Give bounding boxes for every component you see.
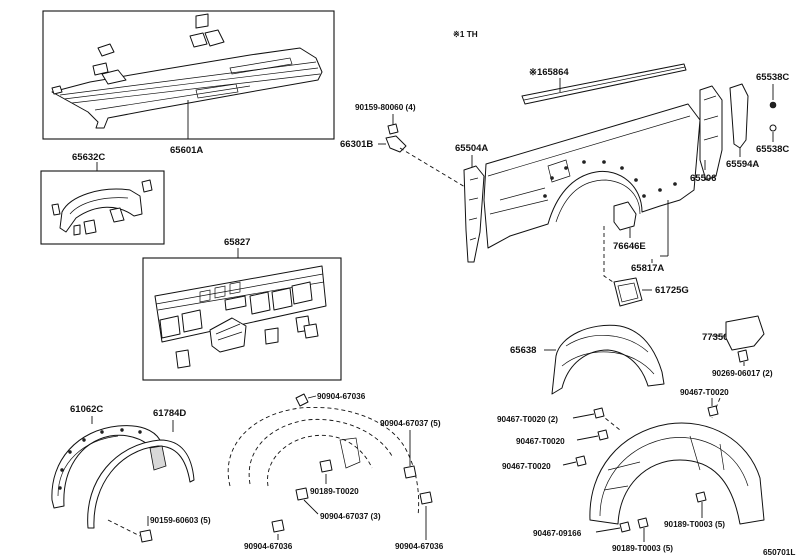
label-90904-67037-5: 90904-67037 (5)	[380, 419, 441, 428]
part-61784D	[87, 439, 195, 529]
clip-90904-67037-3	[295, 487, 309, 501]
label-65594A: 65594A	[726, 159, 759, 170]
clip-90904-67036-b	[271, 519, 285, 533]
label-65506: 65506	[690, 173, 716, 184]
clip-90467-T0020-b	[597, 429, 609, 441]
mudguard-liner-group: 90467-T0020 90467-T0020 (2) 90467-T0020 …	[497, 388, 765, 553]
clip-90189-T0003-a	[695, 491, 707, 503]
clip-90467-T0020-2	[593, 407, 605, 419]
label-61725G: 61725G	[655, 285, 689, 296]
part-liner-outline	[227, 406, 420, 517]
label-90467-09166: 90467-09166	[533, 529, 582, 538]
clip-66301B-part	[385, 135, 407, 153]
bed-floor-part	[51, 13, 323, 129]
label-66301B: 66301B	[340, 139, 373, 150]
label-90904-67036-a: 90904-67036	[317, 392, 366, 401]
front-panel-box	[142, 257, 342, 381]
note-label: ※1 TH	[453, 30, 478, 39]
nut-65538C-top	[769, 101, 777, 109]
label-90159-60603: 90159-60603 (5)	[150, 516, 211, 525]
label-65504A: 65504A	[455, 143, 488, 154]
wheelhouse-bracket-group: 65632C	[40, 152, 165, 245]
label-90904-67036-c: 90904-67036	[395, 542, 444, 551]
clip-90467-T0020-a	[707, 405, 719, 417]
clip-90904-67036-a	[295, 393, 309, 407]
mudguard-65638-group: 65638	[510, 324, 665, 395]
label-90189-T0020: 90189-T0020	[310, 487, 359, 496]
label-90269-06017: 90269-06017 (2)	[712, 369, 773, 378]
part-65638	[551, 324, 665, 395]
label-65827: 65827	[224, 237, 250, 248]
label-90467-T0020-2: 90467-T0020 (2)	[497, 415, 558, 424]
clip-90467-T0020-c	[575, 455, 587, 467]
label-61062C: 61062C	[70, 404, 103, 415]
front-panel-group: 65827	[142, 237, 342, 381]
side-panel-part	[483, 103, 701, 249]
clip-90904-67036-c	[419, 491, 433, 505]
label-77350D: 77350D	[702, 332, 735, 343]
part-76646E	[613, 201, 637, 231]
label-90189-T0003-a: 90189-T0003 (5)	[664, 520, 725, 529]
label-61784D: 61784D	[153, 408, 186, 419]
flare-group: 61062C 61784D 90159-60603 (5)	[51, 404, 211, 543]
wheel-arch-liner-group: 76646E 65817A	[613, 200, 669, 274]
label-90467-T0020-b: 90467-T0020	[516, 437, 565, 446]
clip-90904-67037-5	[403, 465, 417, 479]
inner-liner-group: 90904-67036 90904-67037 (5) 90189-T0020 …	[227, 392, 444, 551]
nut-65538C-bot	[769, 124, 777, 132]
part-77350D	[725, 315, 765, 351]
bolt-90269	[737, 349, 749, 363]
wheelhouse-bracket-box	[40, 170, 165, 245]
bolt-90159-60603	[139, 529, 153, 543]
part-mudguard	[589, 422, 765, 525]
header-note: ※1 TH	[453, 30, 478, 39]
clip-90189-T0020	[319, 459, 333, 473]
lamp-housing-part	[699, 85, 723, 181]
stake-pocket-part	[463, 165, 485, 263]
diagram-code: 650701L	[763, 548, 795, 557]
clip-90467-09166	[619, 521, 631, 533]
bolt-part	[387, 123, 399, 135]
label-65632C: 65632C	[72, 152, 105, 163]
wheelhouse-bracket-part	[51, 179, 153, 236]
label-65817A: 65817A	[631, 263, 664, 274]
front-panel-part	[154, 265, 327, 369]
label-65601A: 65601A	[170, 145, 203, 156]
label-90189-T0003-b: 90189-T0003 (5)	[612, 544, 673, 553]
bolt-clip-group: 90159-80060 (4) 66301B	[340, 103, 471, 191]
label-65538C-top: 65538C	[756, 72, 789, 83]
label-90467-T0020-a: 90467-T0020	[680, 388, 729, 397]
part-61725G	[613, 277, 643, 307]
side-rail-part	[521, 63, 687, 105]
flare-rivets	[58, 428, 142, 490]
label-90904-67036-b: 90904-67036	[244, 542, 293, 551]
label-65538C-bot: 65538C	[756, 144, 789, 155]
bed-floor-group: 65601A	[42, 10, 335, 156]
side-rail-group: ※165864	[521, 63, 687, 105]
label-165864: ※165864	[529, 67, 569, 78]
bracket-65594A-part	[729, 83, 749, 149]
fuel-filler-group: 61725G	[603, 226, 689, 307]
label-65638: 65638	[510, 345, 536, 356]
label-76646E: 76646E	[613, 241, 646, 252]
fuel-door-group: 77350D 90269-06017 (2)	[702, 315, 773, 378]
label-90904-67037-3: 90904-67037 (3)	[320, 512, 381, 521]
side-panel-group	[483, 103, 701, 249]
label-90159-80060: 90159-80060 (4)	[355, 103, 416, 112]
clip-90189-T0003-b	[637, 517, 649, 529]
stake-pocket-group: 65504A	[455, 143, 488, 263]
label-90467-T0020-c: 90467-T0020	[502, 462, 551, 471]
rear-lamp-bracket-group: 65506 65594A 65538C 65538C	[690, 72, 789, 184]
side-panel-holes	[543, 160, 677, 198]
bed-floor-box	[42, 10, 335, 140]
